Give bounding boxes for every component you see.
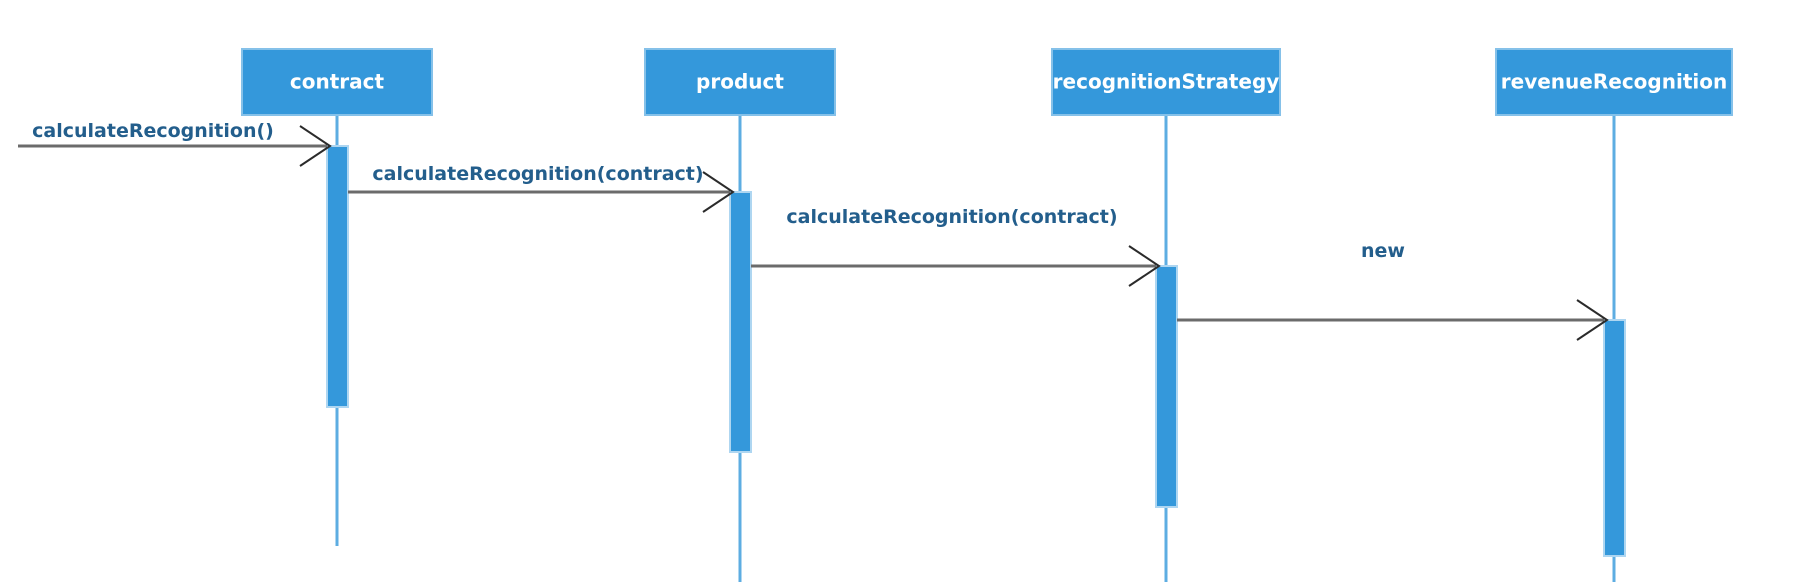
participant-box-product[interactable] — [644, 48, 836, 116]
message-arrowhead-2 — [702, 171, 735, 213]
message-calculaterecognition-contract-2[interactable]: calculateRecognition(contract) — [751, 206, 1161, 287]
activation-bar-recognitionstrategy — [1155, 265, 1178, 508]
participant-label-recognitionstrategy: recognitionStrategy — [1053, 70, 1280, 94]
participant-box-recognitionstrategy[interactable] — [1051, 48, 1281, 116]
activation-bar-revenuerecognition — [1603, 319, 1626, 557]
message-arrowhead-4 — [1576, 299, 1609, 341]
participant-label-contract: contract — [290, 70, 385, 94]
lifelines-layer — [335, 115, 1616, 582]
message-arrowhead-1 — [299, 125, 332, 167]
participant-box-revenuerecognition[interactable] — [1495, 48, 1733, 116]
participant-contract[interactable]: contract — [241, 48, 433, 116]
participant-label-revenuerecognition: revenueRecognition — [1501, 70, 1727, 94]
participant-label-product: product — [696, 70, 784, 94]
message-new[interactable]: new — [1177, 240, 1609, 341]
message-label-4: new — [1361, 240, 1405, 262]
message-calculaterecognition[interactable]: calculateRecognition() — [18, 120, 332, 167]
activation-bars-layer — [326, 145, 1626, 557]
message-label-2: calculateRecognition(contract) — [372, 163, 703, 185]
message-arrowhead-3 — [1128, 245, 1161, 287]
participant-revenuerecognition[interactable]: revenueRecognition — [1495, 48, 1733, 116]
participant-box-contract[interactable] — [241, 48, 433, 116]
message-calculaterecognition-contract-1[interactable]: calculateRecognition(contract) — [348, 163, 735, 213]
message-label-1: calculateRecognition() — [32, 120, 274, 142]
participant-product[interactable]: product — [644, 48, 836, 116]
activation-bar-contract — [326, 145, 349, 408]
participant-recognitionstrategy[interactable]: recognitionStrategy — [1051, 48, 1281, 116]
activation-bar-product — [729, 191, 752, 453]
message-label-3: calculateRecognition(contract) — [786, 206, 1117, 228]
